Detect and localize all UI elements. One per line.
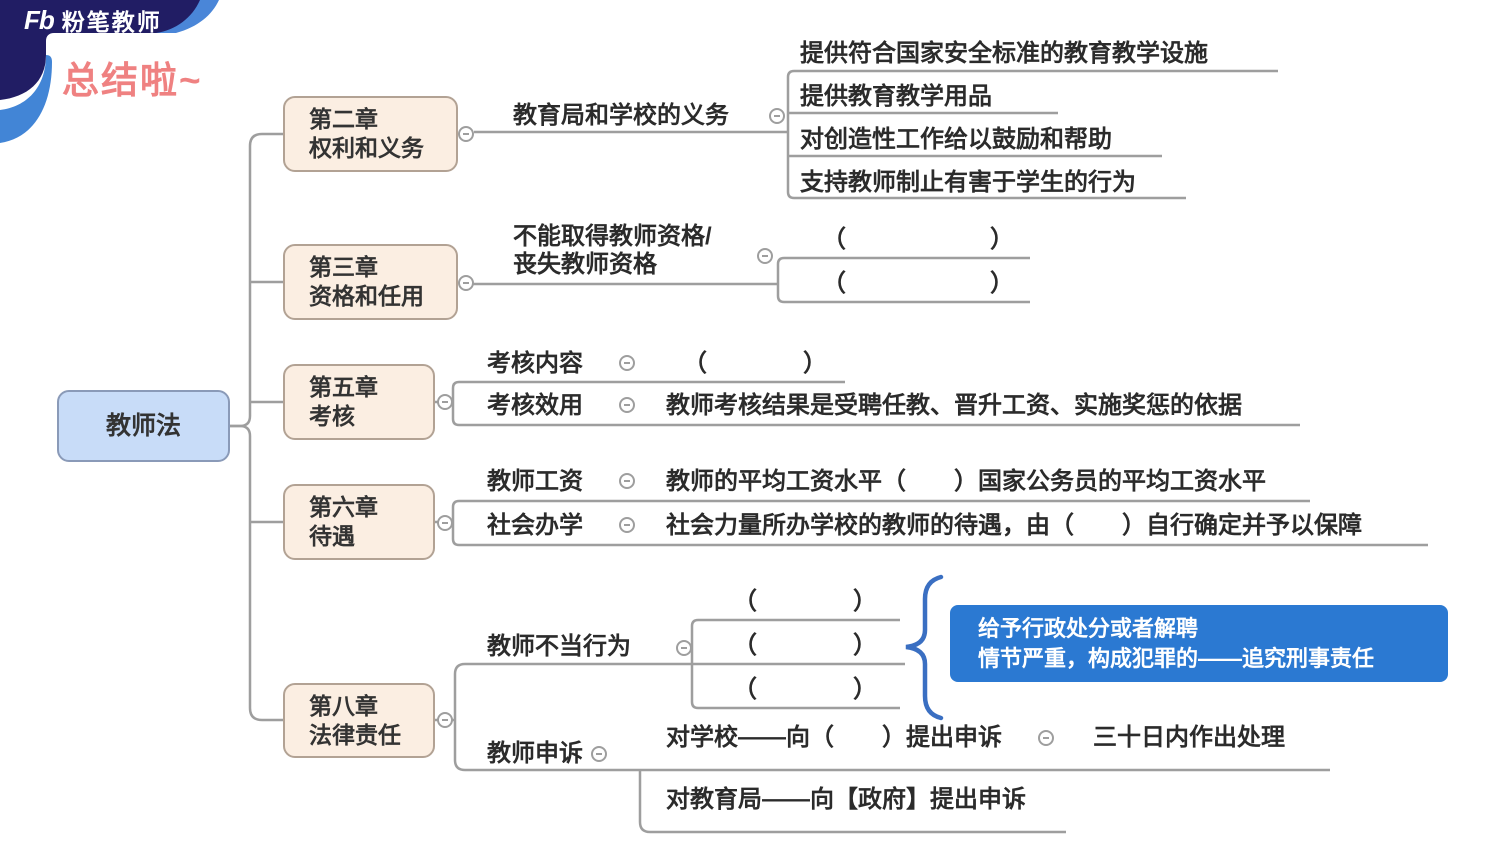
blue-swoosh	[156, 0, 219, 33]
page-title: 总结啦~	[62, 60, 203, 101]
fenbi-logo-icon: Fb	[24, 4, 55, 35]
collapse-toggle-icon[interactable]	[458, 126, 474, 142]
consequence-callout: 给予行政处分或者解聘 情节严重，构成犯罪的——追究刑事责任	[950, 605, 1448, 682]
collapse-toggle-icon[interactable]	[619, 517, 635, 533]
chapter-name: 第五章	[309, 374, 378, 400]
tree-connectors	[230, 69, 1428, 834]
duty-item: 提供符合国家安全标准的教育教学设施	[800, 40, 1208, 67]
assessment-effect-content: 教师考核结果是受聘任教、晋升工资、实施奖惩的依据	[666, 392, 1242, 419]
collapse-toggle-icon[interactable]	[757, 248, 773, 264]
collapse-toggle-icon[interactable]	[619, 355, 635, 371]
blue-stripe	[0, 55, 52, 143]
private-school-label: 社会办学	[487, 512, 583, 539]
brand-name: 粉笔教师	[61, 9, 162, 35]
private-school-content: 社会力量所办学校的教师的待遇，由（ ）自行确定并予以保障	[666, 512, 1362, 539]
assessment-effect-label: 考核效用	[487, 392, 583, 419]
chapter-name: 第八章	[309, 692, 378, 719]
collapse-toggle-icon[interactable]	[591, 746, 607, 762]
duty-item: 对创造性工作给以鼓励和帮助	[800, 126, 1112, 153]
collapse-toggle-icon[interactable]	[619, 397, 635, 413]
branch-duties-label: 教育局和学校的义务	[513, 102, 729, 129]
chapter-name: 第三章	[309, 254, 378, 280]
chapter-node-6: 第六章 待遇	[283, 484, 435, 560]
chapter-topic: 资格和任用	[309, 283, 424, 309]
collapse-toggle-icon[interactable]	[437, 515, 453, 531]
appeal-school-row: 对学校——向（ ）提出申诉	[666, 724, 1002, 751]
collapse-toggle-icon[interactable]	[619, 473, 635, 489]
consequence-line2: 情节严重，构成犯罪的——追究刑事责任	[978, 645, 1375, 671]
teacher-salary-label: 教师工资	[487, 468, 583, 495]
branch-qualification-line2: 丧失教师资格	[513, 251, 657, 278]
chapter-node-8: 第八章 法律责任	[283, 683, 435, 758]
chapter-topic: 待遇	[309, 523, 355, 549]
blank-item: （ ）	[733, 632, 877, 659]
chapter-node-5: 第五章 考核	[283, 364, 435, 440]
collapse-toggle-icon[interactable]	[769, 108, 785, 124]
consequence-line1: 给予行政处分或者解聘	[978, 615, 1199, 641]
navy-corner-shape	[0, 0, 210, 100]
group-brace	[905, 574, 944, 721]
collapse-toggle-icon[interactable]	[437, 712, 453, 728]
root-node-teacher-law: 教师法	[57, 390, 230, 462]
blank-item: （ ）	[733, 676, 877, 703]
duty-item: 提供教育教学用品	[800, 83, 992, 110]
branch-qualification-line1: 不能取得教师资格/	[513, 223, 712, 250]
corner-decoration	[0, 0, 219, 143]
chapter-node-3: 第三章 资格和任用	[283, 244, 458, 320]
blank-item: （ ）	[822, 270, 1014, 297]
chapter-node-2: 第二章 权利和义务	[283, 96, 458, 172]
duty-item: 支持教师制止有害于学生的行为	[800, 169, 1136, 196]
collapse-toggle-icon[interactable]	[676, 640, 692, 656]
chapter-topic: 考核	[309, 403, 355, 429]
blank-item: （ ）	[733, 588, 877, 615]
appeal-label: 教师申诉	[487, 740, 583, 767]
chapter-topic: 权利和义务	[309, 135, 424, 161]
root-node-label: 教师法	[105, 411, 181, 440]
blank-item: （ ）	[683, 350, 827, 377]
collapse-toggle-icon[interactable]	[437, 394, 453, 410]
collapse-toggle-icon[interactable]	[458, 275, 474, 291]
assessment-content-label: 考核内容	[487, 350, 583, 377]
teacher-salary-content: 教师的平均工资水平（ ）国家公务员的平均工资水平	[666, 468, 1266, 495]
brand-logo: Fb 粉笔教师	[24, 3, 162, 37]
appeal-bureau-row: 对教育局——向【政府】提出申诉	[666, 786, 1026, 813]
chapter-topic: 法律责任	[309, 721, 401, 748]
chapter-name: 第二章	[309, 106, 378, 132]
blank-item: （ ）	[822, 226, 1014, 253]
collapse-toggle-icon[interactable]	[1038, 730, 1054, 746]
misconduct-label: 教师不当行为	[487, 633, 631, 660]
appeal-school-result: 三十日内作出处理	[1093, 724, 1285, 751]
chapter-name: 第六章	[309, 494, 378, 520]
